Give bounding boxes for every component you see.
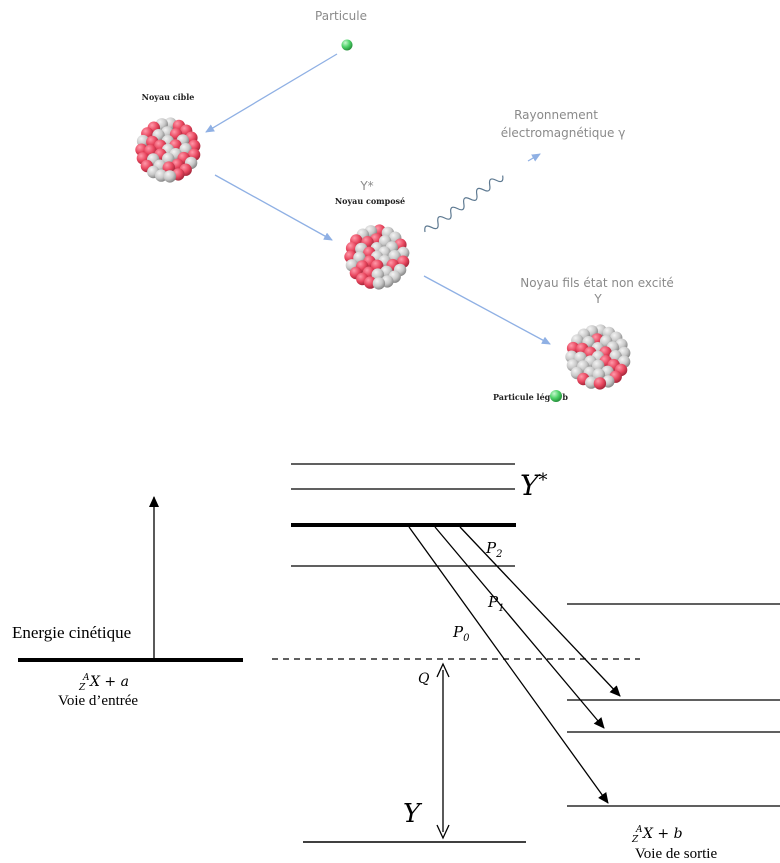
compound-nucleus (344, 224, 410, 290)
proton (371, 259, 384, 272)
ground-level-label: Y (403, 799, 423, 829)
arrow-particle-to-target (205, 53, 338, 133)
p2-letter: P (485, 539, 497, 557)
exit-formula-a: A (635, 825, 643, 835)
proton (593, 377, 607, 390)
energy-diagram: Energie cinétique A Z X + a Voie d’entré… (12, 463, 780, 862)
daughter-symbol: Y (593, 292, 602, 306)
p2-label: P2 (485, 539, 502, 560)
exit-channel-label: Voie de sortie (635, 846, 718, 862)
target-nucleus (135, 117, 201, 183)
p0-letter: P (452, 623, 464, 641)
kinetic-energy-label: Energie cinétique (12, 623, 131, 642)
target-nucleus-label: Noyau cible (142, 92, 195, 102)
arrow-target-to-compound (214, 174, 333, 241)
light-particle (550, 390, 562, 402)
compound-nucleus-label: Noyau composé (335, 196, 405, 206)
transition-p1-arrow (434, 526, 605, 729)
radiation-label-line1: Rayonnement (514, 108, 598, 122)
p1-label: P1 (487, 593, 504, 614)
exit-formula-z: Z (631, 835, 639, 845)
p1-letter: P (487, 593, 499, 611)
transition-p0-arrow (408, 526, 609, 804)
p1-subscript: 1 (498, 603, 504, 614)
p0-label: P0 (452, 623, 470, 644)
neutron (163, 170, 177, 183)
p2-subscript: 2 (495, 549, 502, 560)
reaction-scheme: Particule Noyau cible Y* Noyau composé R… (135, 9, 674, 402)
entry-channel-label: Voie d’entrée (58, 693, 138, 709)
neutron (162, 152, 175, 165)
excited-level-label: Y* (520, 469, 547, 502)
transition-p2-arrow (459, 526, 621, 697)
q-label: Q (418, 671, 430, 687)
p0-subscript: 0 (463, 633, 470, 644)
excited-level-star: * (538, 470, 547, 491)
neutron (372, 277, 386, 290)
entry-formula-a: A (82, 673, 90, 683)
exit-formula-rest: X + b (642, 826, 683, 842)
incoming-particle (341, 39, 353, 51)
daughter-nucleus-label: Noyau fils état non excité (520, 276, 674, 290)
daughter-nucleus (565, 324, 631, 390)
entry-formula-z: Z (78, 683, 86, 693)
gamma-wave (424, 175, 504, 233)
q-arrow-heads (436, 662, 450, 840)
compound-symbol: Y* (359, 179, 373, 193)
arrow-compound-to-daughter (423, 275, 551, 345)
entry-formula: A Z X + a (78, 668, 129, 694)
excited-level-y: Y (520, 469, 541, 502)
exit-formula: A Z X + b (631, 820, 683, 846)
entry-formula-rest: X + a (89, 674, 129, 690)
radiation-label-line2: électromagnétique γ (501, 126, 626, 140)
light-particle-label: Particule léger b (493, 392, 568, 402)
neutron (592, 359, 605, 372)
particle-label: Particule (315, 9, 367, 23)
gamma-arrow-head (527, 153, 541, 162)
